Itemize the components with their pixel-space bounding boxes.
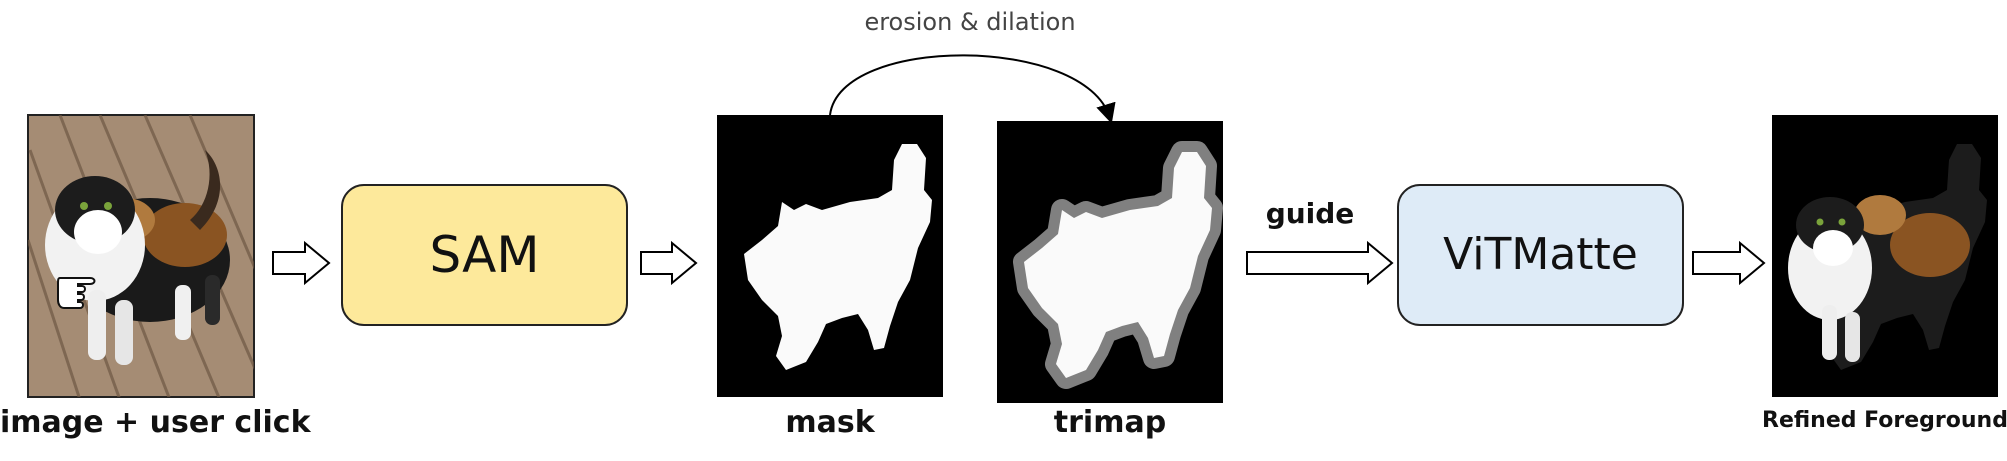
cat-cutout [1788, 144, 1987, 370]
mask-image [717, 115, 943, 397]
output-label: Refined Foreground [1762, 408, 2007, 433]
input-image [27, 114, 255, 398]
cat-photo [45, 150, 230, 365]
trimap-image [997, 121, 1223, 403]
vitmatte-box [1397, 184, 1684, 326]
input-label: image + user click [0, 405, 311, 440]
wood-deck-planks [28, 115, 254, 397]
refined-foreground-image [1772, 115, 1998, 397]
hollow-right-arrow-icon [640, 240, 698, 286]
hollow-right-arrow-icon [1246, 240, 1394, 286]
sam-box [341, 184, 628, 326]
sam-label: SAM [429, 226, 540, 284]
hollow-right-arrow-icon [1692, 240, 1766, 286]
trimap-label: trimap [1053, 405, 1167, 440]
vitmatte-label: ViTMatte [1443, 229, 1638, 280]
process-label: erosion & dilation [864, 8, 1076, 36]
mask-label: mask [785, 405, 875, 440]
guide-label: guide [1265, 197, 1355, 230]
hollow-right-arrow-icon [272, 240, 331, 286]
erosion-dilation-arrow [829, 54, 1116, 124]
pointing-hand-icon [57, 277, 96, 309]
